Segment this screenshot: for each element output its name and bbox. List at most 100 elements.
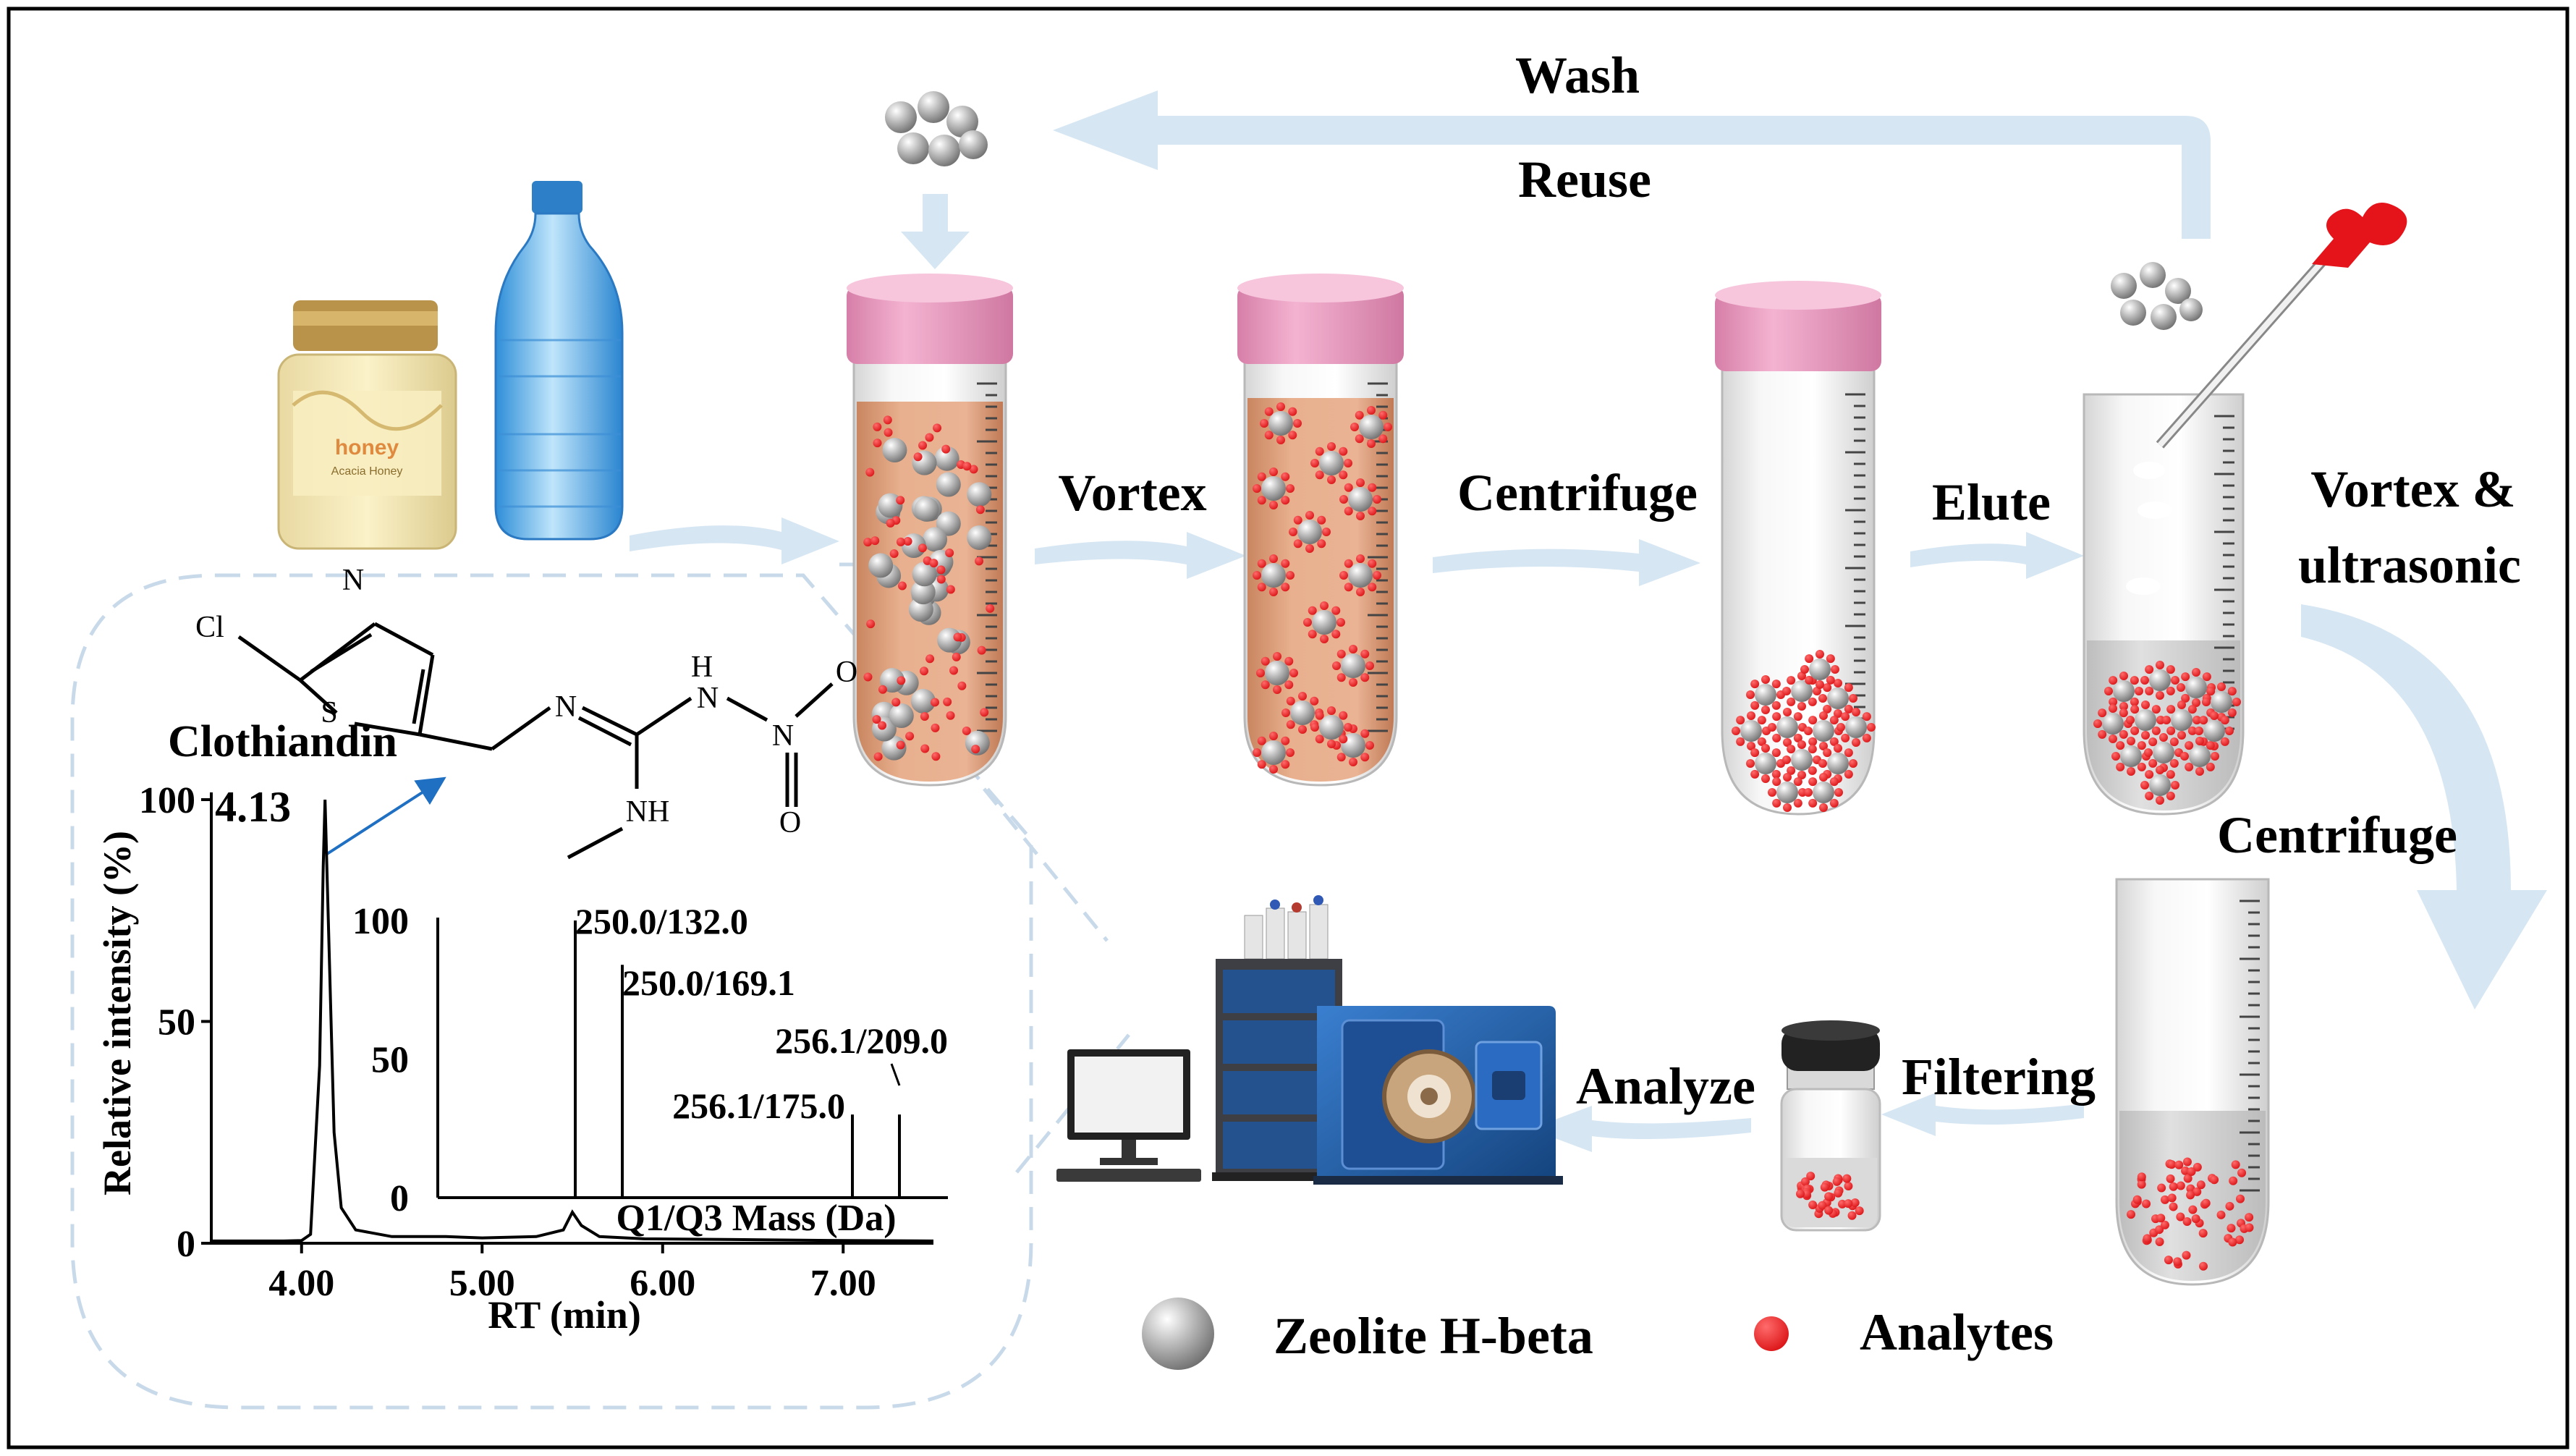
analyte-dot	[1360, 753, 1370, 762]
analyte-dot	[1800, 665, 1809, 674]
analyte-dot	[1368, 583, 1377, 592]
analyte-dot	[931, 752, 941, 761]
analyte-dot	[1298, 725, 1307, 734]
analyte-dot	[1367, 406, 1376, 415]
analyte-dot	[1820, 1182, 1829, 1192]
analyte-dot	[945, 548, 954, 557]
analyte-dot	[2169, 737, 2179, 747]
zeolite-particle	[1319, 715, 1344, 740]
zeolite-particle	[1268, 411, 1293, 436]
analyte-dot	[1761, 675, 1770, 684]
atom-s: S	[321, 696, 337, 729]
zeolite-cluster-tube4	[2111, 262, 2203, 330]
analyte-dot	[1257, 559, 1266, 568]
analyte-dot	[2188, 1205, 2198, 1214]
analyte-dot	[1356, 478, 1365, 487]
analyte-dot	[2176, 1212, 2185, 1222]
analyte-dot	[1336, 649, 1346, 659]
analyte-dot	[1350, 423, 1359, 431]
analyte-dot	[1771, 769, 1781, 779]
analyte-dot	[1787, 745, 1796, 754]
analyte-dot	[1844, 1199, 1853, 1209]
analyte-dot	[2192, 1187, 2202, 1196]
analyte-dot	[1305, 511, 1314, 520]
zeolite-particle	[889, 703, 914, 729]
analyte-dot	[2166, 705, 2176, 714]
analyte-dot	[946, 711, 955, 720]
analyte-dot	[1824, 1192, 1834, 1201]
analyte-dot	[2137, 1172, 2146, 1182]
analyte-dot	[1269, 588, 1278, 596]
analyte-dot	[1257, 736, 1266, 745]
sample-arrow	[630, 517, 839, 564]
analyte-dot	[918, 441, 928, 450]
zeolite-particle	[2211, 691, 2232, 713]
analyte-dot	[1365, 661, 1374, 670]
analyte-dot	[1253, 484, 1261, 493]
analyte-dot	[2098, 729, 2107, 739]
analyte-dot	[2206, 762, 2215, 771]
analyte-dot	[1269, 467, 1278, 476]
label-vortex-ultrasonic-line2: ultrasonic	[2298, 536, 2521, 594]
analyte-dot	[952, 652, 961, 661]
analyte-dot	[1344, 583, 1353, 592]
analyte-dot	[1253, 748, 1261, 757]
analyte-dot	[1293, 515, 1302, 525]
analyte-dot	[1844, 704, 1853, 714]
analyte-dot	[1855, 1206, 1864, 1216]
zeolite-particle	[1261, 563, 1286, 588]
analyte-dot	[1844, 683, 1853, 693]
analyte-dot	[1355, 410, 1364, 420]
analyte-dot	[2245, 1213, 2254, 1222]
analyte-dot	[1327, 740, 1336, 748]
analyte-dot	[1368, 507, 1377, 516]
analyte-dot	[929, 559, 939, 568]
analyte-dot	[1269, 765, 1278, 774]
chromatogram-trace	[211, 799, 934, 1243]
analyte-dot	[1787, 676, 1796, 685]
analyte-dot	[1829, 716, 1839, 725]
analyte-dot	[883, 415, 892, 425]
zeolite-particle	[967, 525, 992, 550]
analyte-dot	[1826, 654, 1835, 664]
label-analyze: Analyze	[1576, 1057, 1755, 1115]
analyte-dot	[1336, 673, 1346, 682]
zeolite-particle	[2153, 742, 2174, 763]
analyte-dot	[1286, 696, 1295, 706]
label-centrifuge-2: Centrifuge	[2217, 806, 2457, 864]
analyte-dot	[2180, 752, 2189, 761]
analyte-dot	[1378, 410, 1388, 420]
analyte-dot	[1327, 706, 1336, 715]
mrm-bar-label: 250.0/169.1	[622, 962, 795, 1003]
analyte-dot	[941, 444, 951, 454]
analyte-dot	[1862, 712, 1871, 721]
analyte-dot	[1308, 630, 1317, 639]
analyte-dot	[1806, 1172, 1816, 1181]
analyte-dot	[1253, 571, 1261, 580]
analyte-dot	[919, 666, 928, 676]
analyte-dot	[962, 726, 971, 735]
analyte-dot	[980, 708, 989, 717]
analyte-dot	[1761, 706, 1770, 714]
analyte-dot	[2166, 726, 2176, 735]
analyte-dot	[953, 632, 962, 642]
analyte-dot	[2210, 1175, 2219, 1185]
analyte-dot	[1736, 737, 1745, 746]
analyte-dot	[2126, 716, 2135, 724]
analyte-dot	[1808, 777, 1818, 787]
atom-n-nitro: N	[772, 719, 794, 753]
analyte-dot	[2157, 1183, 2166, 1193]
analyte-dot	[1286, 748, 1295, 757]
analyte-dot	[2187, 705, 2197, 714]
analyte-dot	[1787, 697, 1796, 706]
analyte-dot	[1349, 645, 1357, 653]
analyte-dot	[1808, 766, 1817, 775]
chromatogram-x-tick-label: 6.00	[630, 1263, 695, 1304]
analyte-dot	[1819, 742, 1828, 750]
analyte-dot	[1750, 701, 1760, 710]
analyte-dot	[1281, 760, 1290, 769]
analyte-dot	[2160, 1195, 2169, 1204]
analyte-dot	[1793, 733, 1802, 742]
analyte-dot	[884, 428, 893, 437]
analyte-dot	[2177, 731, 2186, 740]
